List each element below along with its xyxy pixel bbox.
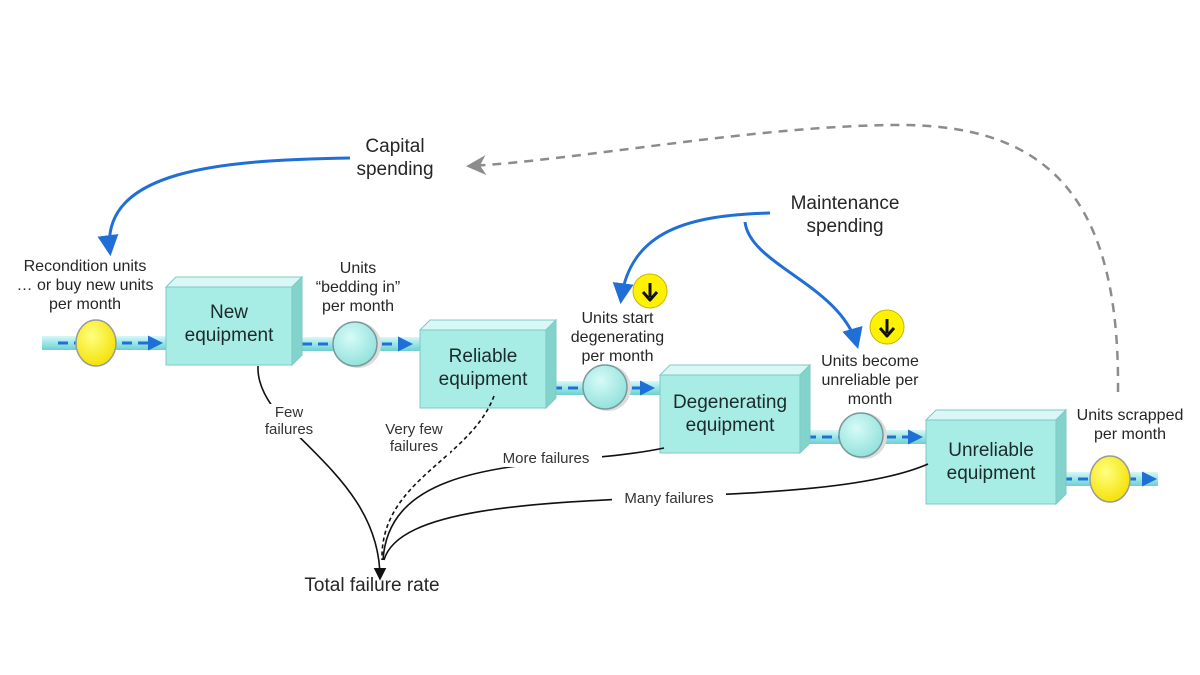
stock-unreliable-equipment <box>924 408 1068 506</box>
link-more-failures <box>382 447 665 561</box>
inflow-label: Recondition units … or buy new units per… <box>16 258 154 313</box>
total-failure-rate-label: Total failure rate <box>304 575 440 596</box>
valve-bedding <box>332 321 381 368</box>
arrow-down-icon <box>632 273 668 309</box>
new-equipment-label: New equipment <box>184 302 274 346</box>
capital-to-inflow-arrow <box>97 156 351 257</box>
stock-reliable-equipment <box>418 318 558 410</box>
link-very-few-failures <box>381 395 495 561</box>
valve-become-unreliable <box>838 412 887 459</box>
maintenance-to-become-unreliable-arrow <box>743 221 863 350</box>
few-failures-label: Few failures <box>258 404 320 438</box>
valve-start-degen <box>582 364 631 411</box>
maintenance-to-start-degen-arrow <box>612 211 771 305</box>
start-degen-label: Units start degenerating per month <box>570 310 665 365</box>
reliable-equipment-label: Reliable equipment <box>438 346 528 390</box>
link-few-failures <box>257 365 387 581</box>
more-failures-label: More failures <box>490 450 602 467</box>
scrapped-to-capital-arrow <box>466 123 1120 393</box>
very-few-failures-label: Very few failures <box>378 421 450 455</box>
valve-scrapped <box>1089 455 1131 503</box>
maintenance-spending-label: Maintenance spending <box>790 193 900 237</box>
unreliable-equipment-label: Unreliable equipment <box>946 440 1036 484</box>
many-failures-label: Many failures <box>612 490 726 507</box>
valve-inflow <box>75 319 117 367</box>
link-many-failures <box>383 463 929 561</box>
scrapped-label: Units scrapped per month <box>1076 407 1184 443</box>
stock-degenerating-equipment <box>658 363 812 455</box>
become-unreliable-label: Units become unreliable per month <box>821 353 919 408</box>
degenerating-equipment-label: Degenerating equipment <box>672 392 788 436</box>
capital-spending-label: Capital spending <box>356 136 434 180</box>
bedding-label: Units “bedding in” per month <box>315 260 401 315</box>
stock-new-equipment <box>164 275 304 367</box>
arrow-down-icon <box>869 309 905 345</box>
